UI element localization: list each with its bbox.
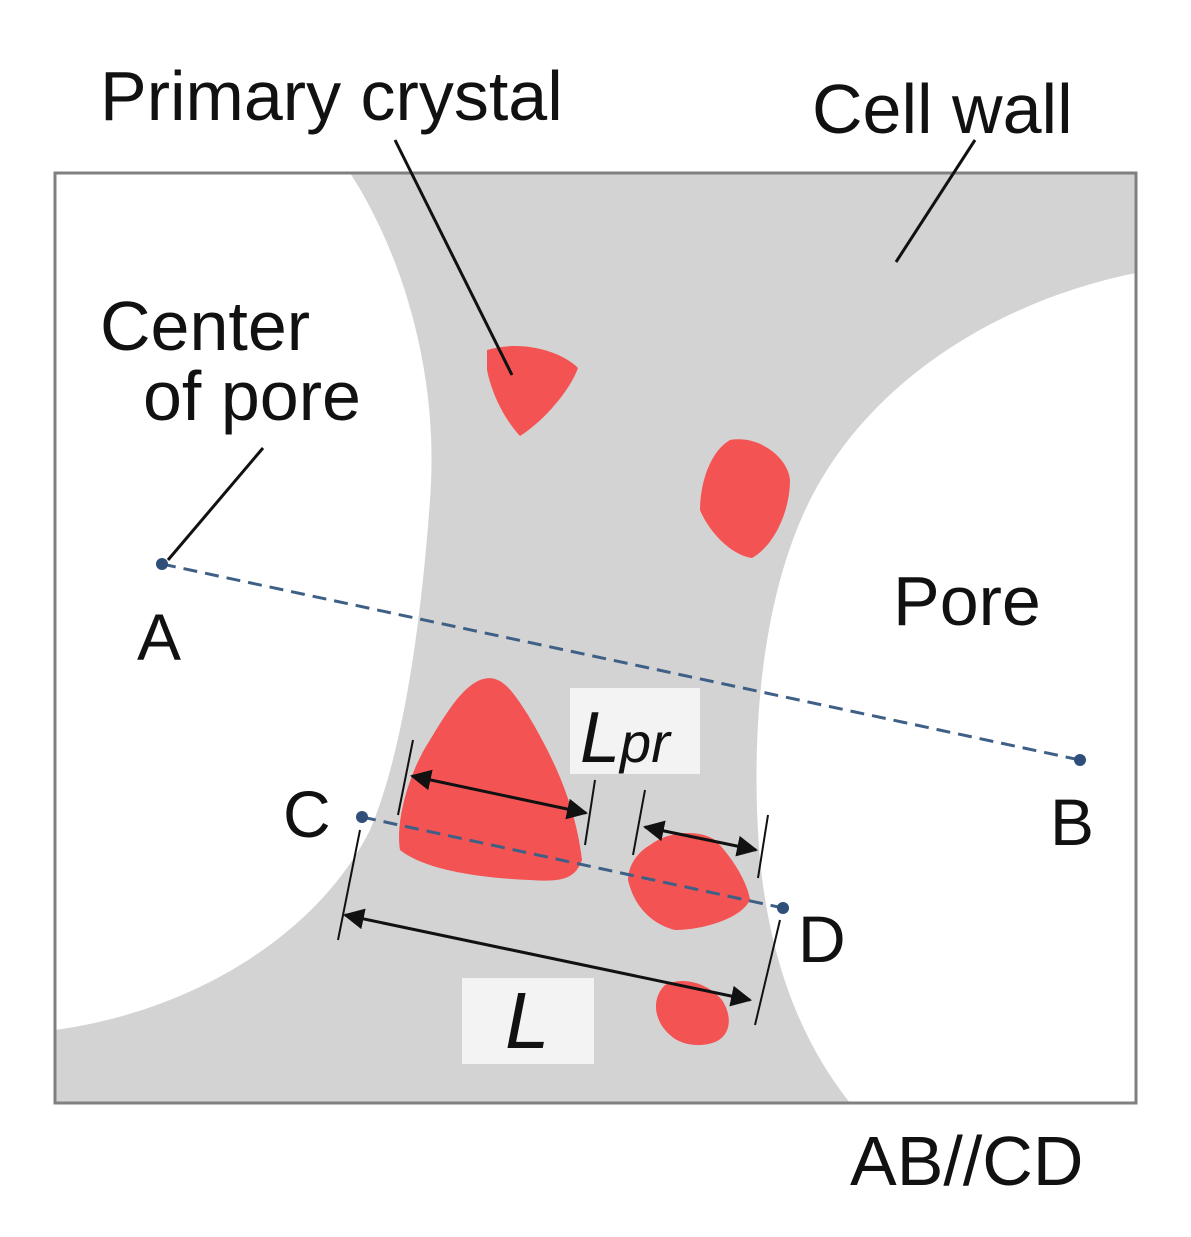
lpr-arrow-1 xyxy=(409,769,589,820)
lpr-arrow-2 xyxy=(642,820,759,857)
lpr-sub: pr xyxy=(618,711,672,774)
pore-label: Pore xyxy=(893,562,1041,640)
lpr-ext-3 xyxy=(632,789,646,856)
l-dimension-arrow xyxy=(342,908,753,1007)
l-ext-right xyxy=(754,919,781,1026)
crystal-4 xyxy=(628,833,750,930)
point-d-label: D xyxy=(798,902,846,976)
point-d-marker xyxy=(777,902,789,914)
center-of-pore-label-2: of pore xyxy=(143,357,361,435)
point-b-marker xyxy=(1074,754,1086,766)
line-ab xyxy=(161,562,1081,762)
center-of-pore-label-1: Center xyxy=(100,287,310,365)
point-b-label: B xyxy=(1050,785,1094,859)
lpr-ext-1 xyxy=(397,739,414,816)
lpr-ext-4 xyxy=(757,814,769,879)
lpr-ext-2 xyxy=(584,779,596,846)
parallel-note: AB//CD xyxy=(850,1122,1083,1200)
l-label-box xyxy=(462,978,594,1064)
crystal-2 xyxy=(700,439,790,558)
point-c-label: C xyxy=(283,777,331,851)
lpr-main: L xyxy=(580,698,620,778)
cell-wall-label: Cell wall xyxy=(812,70,1073,148)
lpr-label-box xyxy=(570,688,700,774)
primary-crystal-label: Primary crystal xyxy=(100,57,563,135)
l-label: L xyxy=(505,976,550,1065)
left-pore xyxy=(55,173,432,1030)
l-ext-left xyxy=(337,829,361,941)
line-cd xyxy=(361,815,784,910)
primary-crystal-leader xyxy=(393,139,514,376)
lpr-label: Lpr xyxy=(580,698,672,778)
point-a-marker xyxy=(156,558,168,570)
point-a-label: A xyxy=(137,600,181,674)
center-of-pore-leader xyxy=(166,447,265,561)
right-pore xyxy=(756,273,1136,1103)
frame-border xyxy=(53,171,1138,1105)
point-c-marker xyxy=(356,811,368,823)
cell-wall-leader xyxy=(894,139,977,263)
